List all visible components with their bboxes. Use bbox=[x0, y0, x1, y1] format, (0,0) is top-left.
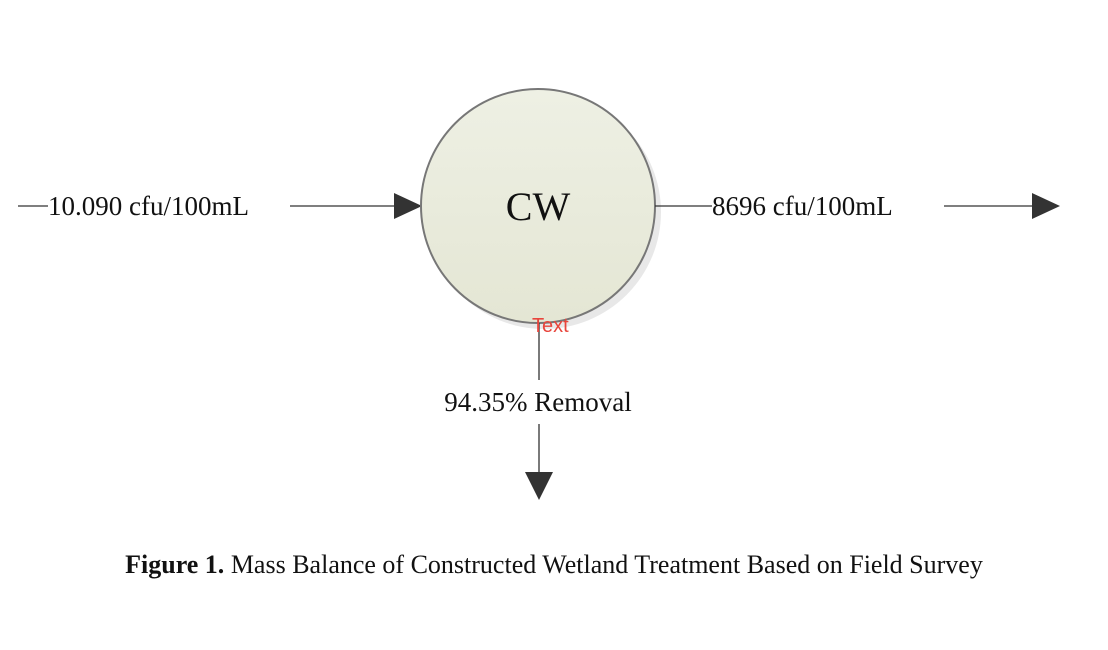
outflow-arrowhead-icon bbox=[1032, 193, 1060, 219]
placeholder-text: Text bbox=[532, 315, 569, 337]
caption-text: Mass Balance of Constructed Wetland Trea… bbox=[224, 550, 983, 579]
node-label: CW bbox=[506, 184, 571, 229]
inflow-label: 10.090 cfu/100mL bbox=[48, 191, 249, 221]
inflow-arrowhead-icon bbox=[394, 193, 422, 219]
removal-label: 94.35% Removal bbox=[444, 387, 631, 417]
removal-arrowhead-icon bbox=[525, 472, 553, 500]
outflow-label: 8696 cfu/100mL bbox=[712, 191, 893, 221]
caption-prefix: Figure 1. bbox=[125, 550, 225, 579]
figure-caption: Figure 1. Mass Balance of Constructed We… bbox=[0, 550, 1108, 580]
